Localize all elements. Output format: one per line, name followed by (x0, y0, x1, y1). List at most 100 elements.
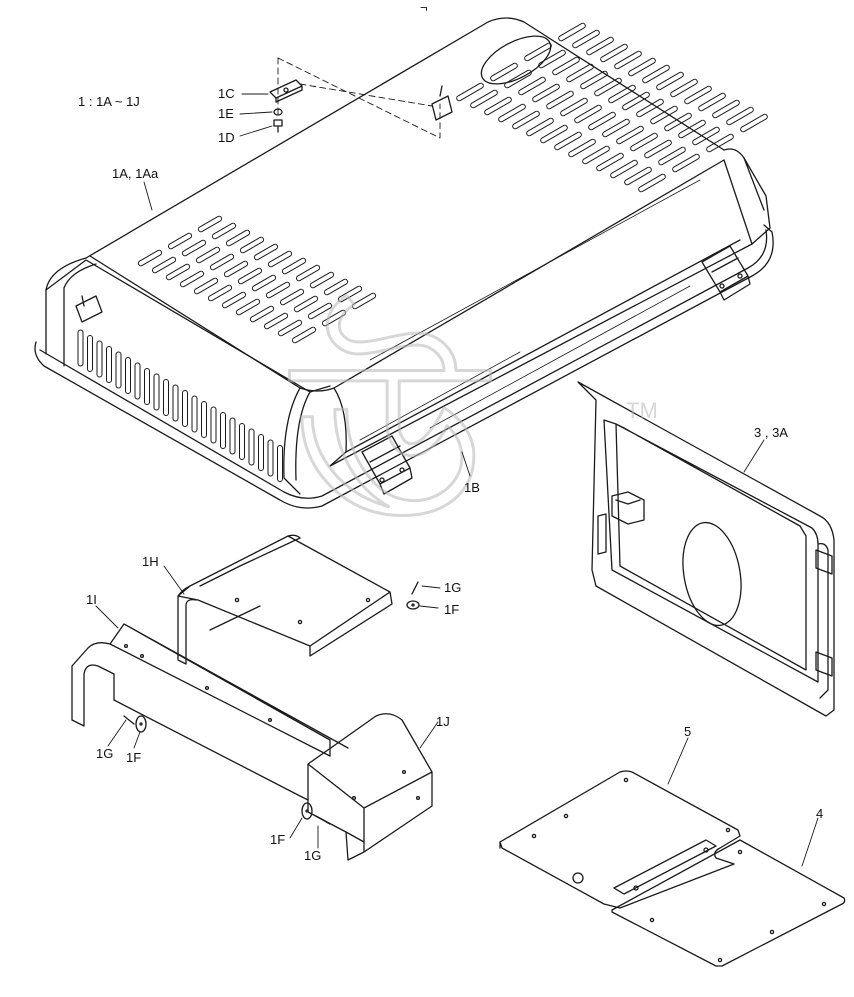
vent-slot (235, 298, 261, 316)
hood-left-corner (45, 257, 97, 291)
vent-slot (77, 329, 84, 367)
vent-slot (644, 139, 672, 159)
hood-right-chamfer (723, 148, 771, 245)
vent-slot (137, 249, 163, 267)
vent-slot (630, 132, 658, 152)
vent-slot (223, 260, 249, 278)
vent-slot (638, 173, 666, 193)
vent-slot (125, 357, 131, 394)
vent-slot (636, 98, 664, 118)
door-latch-block (611, 491, 645, 525)
plate-5 (499, 770, 741, 909)
vent-slot (594, 77, 622, 97)
vent-slot (209, 253, 235, 271)
pin-1g-right (315, 815, 331, 825)
door-hinge-right (815, 549, 833, 677)
vent-slot (321, 309, 347, 327)
door-flange-right (817, 542, 829, 699)
label-1f-right: 1F (270, 832, 285, 847)
label-1g-left: 1G (96, 746, 113, 761)
hood-latch-left (75, 295, 103, 323)
cover-1h (177, 534, 393, 665)
vent-slot (678, 119, 706, 139)
label-1d: 1D (218, 130, 235, 145)
vent-slot (277, 319, 303, 337)
label-4: 4 (816, 806, 823, 821)
label-1g-upper: 1G (444, 580, 461, 595)
label-1g-right: 1G (304, 848, 321, 863)
vent-slot (207, 284, 233, 302)
hood-hinge-rear (701, 245, 751, 301)
hood-top-vent-slots (456, 22, 768, 193)
vent-slot (323, 278, 349, 296)
vent-slot (586, 36, 614, 56)
vent-slot (588, 111, 616, 131)
vent-slot (229, 417, 236, 455)
vent-slot (490, 62, 518, 82)
label-5: 5 (684, 724, 691, 739)
vent-slot (225, 229, 251, 247)
projection-lines (277, 57, 441, 139)
header-mark: ¬ (420, 0, 428, 15)
vent-slot (698, 92, 726, 112)
hood-flange (34, 224, 774, 509)
vent-slot (193, 277, 219, 295)
pin-1g-upper (411, 581, 419, 595)
vent-slot (616, 125, 644, 145)
side-door-3 (577, 381, 835, 717)
watermark-glyph: ঊ (289, 296, 491, 569)
vent-slot (179, 270, 205, 288)
hood-hinge-front (361, 435, 413, 495)
vent-slot (249, 305, 275, 323)
vent-slot (600, 43, 628, 63)
vent-slot (524, 42, 552, 62)
label-1i: 1I (86, 592, 97, 607)
vent-slot (518, 76, 546, 96)
door-hinge-left (597, 513, 607, 555)
hood-catch-top (431, 85, 453, 121)
hood-catch-parts (269, 57, 441, 139)
vent-slot (106, 346, 112, 383)
vent-slot (281, 257, 307, 275)
vent-slot (628, 57, 656, 77)
vent-slot (201, 401, 207, 438)
label-1h: 1H (142, 554, 159, 569)
vent-slot (566, 63, 594, 83)
hood-panel-lines (359, 179, 701, 441)
label-1f-upper: 1F (444, 602, 459, 617)
vent-slot (182, 390, 188, 427)
door-outer (577, 381, 835, 717)
vent-slot (197, 215, 223, 233)
vent-slot (602, 118, 630, 138)
label-1a: 1A, 1Aa (112, 166, 159, 181)
washer-1f-upper (406, 600, 420, 610)
vent-slot (672, 153, 700, 173)
vent-slot (239, 423, 245, 460)
catch-plate-1c (269, 79, 303, 103)
vent-slot (532, 83, 560, 103)
vent-slot (456, 82, 484, 102)
vent-slot (279, 288, 305, 306)
vent-slot (134, 362, 141, 400)
door-oval-cutout (682, 521, 742, 627)
vent-slot (726, 106, 754, 126)
label-1b: 1B (464, 480, 480, 495)
vent-slot (498, 103, 526, 123)
vent-slot (265, 281, 291, 299)
vent-slot (165, 263, 191, 281)
plate-4 (611, 839, 846, 967)
vent-slot (253, 243, 279, 261)
bolt-1d (273, 119, 283, 133)
vent-slot (504, 69, 532, 89)
watermark: ঊ TM (288, 295, 658, 571)
vent-slot (552, 56, 580, 76)
vent-slot (151, 256, 177, 274)
vent-slot (251, 274, 277, 292)
vent-slot (291, 326, 317, 344)
vent-slot (608, 84, 636, 104)
label-1j: 1J (436, 714, 450, 729)
vent-slot (670, 78, 698, 98)
label-3: 3 , 3A (754, 425, 788, 440)
vent-slot (181, 239, 207, 257)
vent-slot (582, 145, 610, 165)
